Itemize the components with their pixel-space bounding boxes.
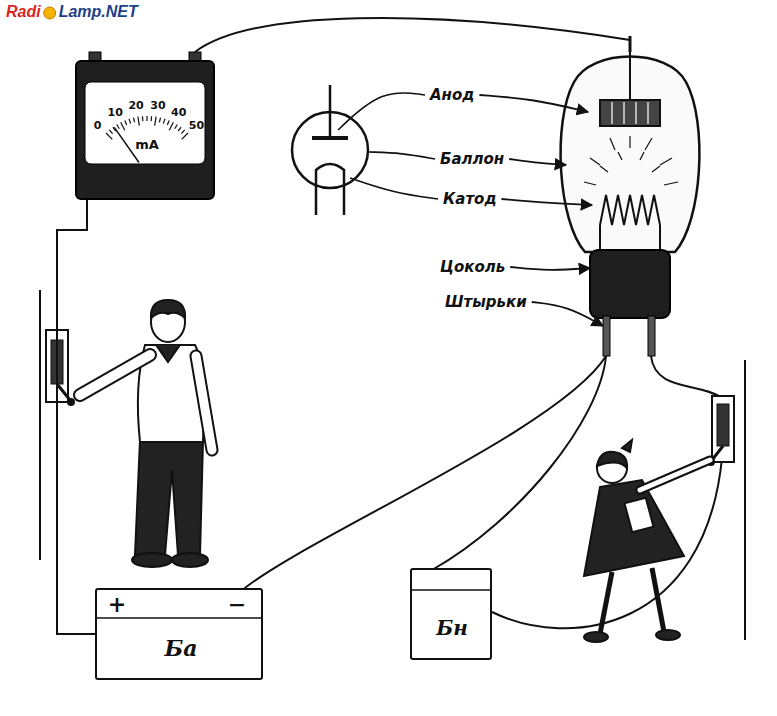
leader-arrow [479, 95, 588, 112]
leader-arrow [510, 267, 590, 270]
leader-arrow [509, 159, 566, 165]
filament-battery: Бн [410, 568, 492, 660]
unit-label: mA [135, 137, 159, 152]
battery-top-edge [412, 570, 490, 658]
leader-lines [338, 93, 603, 326]
part-label: Баллон [440, 150, 504, 168]
scale-number: 0 [94, 118, 102, 131]
wire [57, 200, 95, 634]
wall-line [744, 360, 746, 640]
scale-number: 20 [128, 98, 143, 111]
scale-number: 40 [171, 105, 186, 118]
leader-line [369, 152, 435, 159]
part-label: Штырьки [445, 293, 527, 311]
vacuum-tube [561, 36, 700, 356]
diode-symbol [292, 85, 368, 215]
part-label: Анод [430, 86, 474, 104]
part-label: Катод [443, 190, 497, 208]
leader-line [338, 93, 425, 130]
polarity-sign: − [228, 591, 246, 617]
boy-figure [80, 300, 212, 567]
lamp-icon [44, 7, 56, 19]
leader-line [350, 178, 438, 199]
polarity-sign: + [108, 591, 126, 617]
watermark: Radi [6, 3, 41, 21]
scale-number: 10 [108, 105, 123, 118]
leader-arrow [532, 302, 603, 326]
milliammeter: 0 10 20 30 4050 mA [75, 60, 215, 200]
battery-label: Ба [164, 635, 197, 661]
wall-line [39, 290, 41, 560]
leader-arrow [502, 199, 593, 205]
anode-battery: + Ба − [95, 588, 263, 680]
part-label: Цоколь [440, 258, 505, 276]
battery-label: Бн [436, 616, 468, 640]
scale-number: 30 [150, 98, 165, 111]
watermark: Lamp.NET [59, 3, 138, 21]
switch [46, 330, 75, 406]
girl-figure [584, 440, 710, 642]
switch [707, 396, 734, 466]
scale-number: 50 [189, 118, 204, 131]
wires [195, 18, 722, 628]
